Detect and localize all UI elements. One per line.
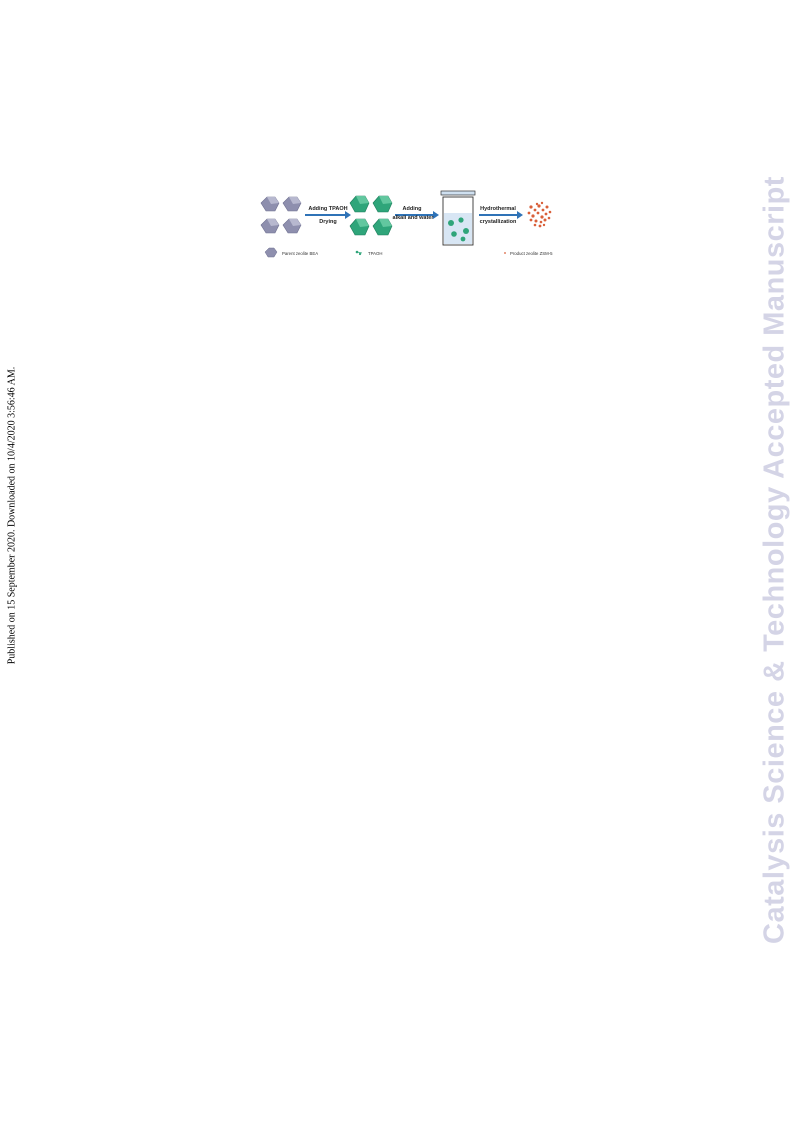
legend-parent-label: Parent zeolite BEA	[282, 251, 318, 256]
accepted-manuscript-watermark: Catalysis Science & Technology Accepted …	[758, 176, 791, 944]
arrow-step-1	[305, 211, 351, 219]
parent-zeolite-crystals	[260, 196, 302, 234]
product-zsm5-cluster	[527, 201, 552, 228]
publication-note: Published on 15 September 2020. Download…	[6, 366, 18, 665]
legend-product-label: Product zeolite ZSM-5	[510, 251, 553, 256]
legend: Parent zeolite BEA TPAOH Product zeolite…	[264, 247, 553, 258]
synthesis-scheme: Adding TPAOH Drying Adding alkali and wa…	[255, 185, 555, 265]
legend-tpaoh-label: TPAOH	[368, 251, 382, 256]
legend-tpaoh-swatch	[355, 250, 363, 256]
arrow-step-3	[479, 211, 523, 219]
step3-label-bottom: crystallization	[480, 219, 517, 225]
step3-label-top: Hydrothermal	[480, 206, 516, 212]
tpaoh-coated-crystals	[349, 195, 393, 236]
arrow-step-2	[395, 211, 439, 219]
legend-parent-swatch	[264, 247, 278, 258]
step2-label-top: Adding	[403, 206, 422, 212]
step1-label-top: Adding TPAOH	[308, 206, 347, 212]
step1-label-bottom: Drying	[319, 219, 336, 225]
legend-product-swatch	[504, 252, 506, 254]
autoclave-vessel	[440, 190, 476, 246]
step2-label-bottom: alkali and water	[393, 215, 435, 221]
scheme-graphic: Adding TPAOH Drying Adding alkali and wa…	[260, 190, 553, 258]
